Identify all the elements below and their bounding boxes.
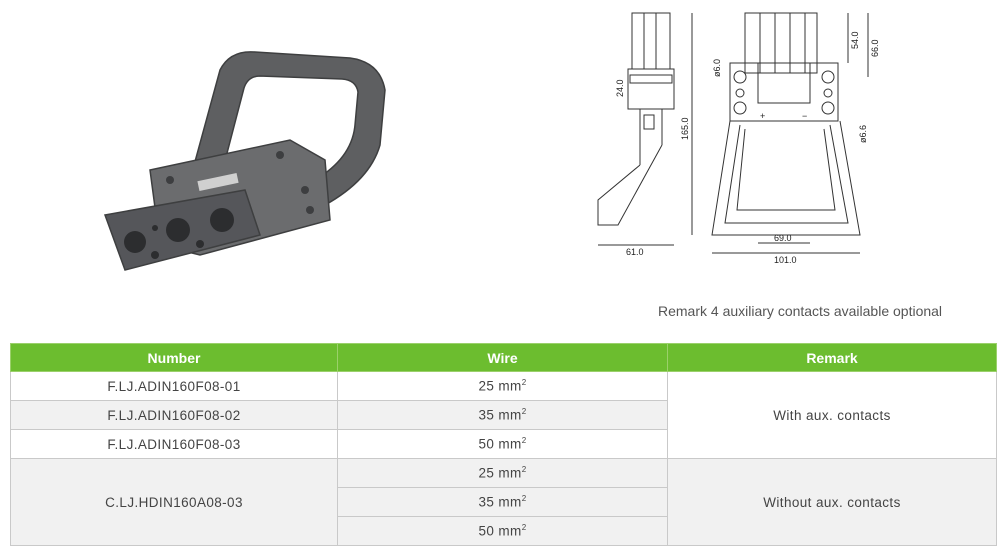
table-row: F.LJ.ADIN160F08-02 35 mm2 [10, 400, 997, 430]
dim-label: 165.0 [680, 117, 690, 140]
header-wire: Wire [337, 343, 668, 372]
number-cell: C.LJ.HDIN160A08-03 [10, 458, 338, 546]
wire-cell: 25 mm2 [337, 371, 668, 401]
table-row: F.LJ.ADIN160F08-01 25 mm2 With aux. cont… [10, 371, 997, 459]
wire-cell: 50 mm2 [337, 516, 668, 546]
dim-label: 69.0 [774, 233, 792, 243]
minus-sign: − [802, 111, 807, 121]
number-cell: F.LJ.ADIN160F08-01 [10, 371, 338, 401]
dim-label: ø6.6 [858, 125, 868, 143]
spec-table: Number Wire Remark F.LJ.ADIN160F08-01 25… [10, 343, 997, 546]
table-row: 50 mm2 [11, 516, 997, 546]
dim-label: 61.0 [626, 247, 644, 257]
remark-cell: Without aux. contacts [667, 458, 997, 546]
dim-label: 24.0 [615, 79, 625, 97]
dim-label: 66.0 [870, 39, 880, 57]
connector-photo [103, 51, 386, 271]
table-row: C.LJ.HDIN160A08-03 25 mm2 Without aux. c… [10, 458, 997, 546]
wire-cell: 50 mm2 [337, 429, 668, 459]
header-number: Number [10, 343, 338, 372]
plus-sign: + [760, 111, 765, 121]
remark-note: Remark 4 auxiliary contacts available op… [658, 303, 943, 319]
wire-cell: 35 mm2 [337, 400, 668, 430]
header-remark: Remark [667, 343, 997, 372]
wire-cell: 35 mm2 [337, 487, 668, 517]
table-header: Number Wire Remark [10, 343, 997, 372]
dim-label: 101.0 [774, 255, 797, 265]
table-row: F.LJ.ADIN160F08-03 50 mm2 [10, 429, 997, 459]
remark-cell: With aux. contacts [667, 371, 997, 459]
number-cell: F.LJ.ADIN160F08-02 [10, 400, 338, 430]
wire-cell: 25 mm2 [337, 458, 668, 488]
technical-drawing: 24.0 165.0 61.0 ø6.0 54.0 66.0 ø6.6 69.0… [597, 12, 880, 265]
number-cell: F.LJ.ADIN160F08-03 [10, 429, 338, 459]
dim-label: ø6.0 [712, 59, 722, 77]
table-row: 35 mm2 [11, 487, 997, 517]
dim-label: 54.0 [850, 31, 860, 49]
